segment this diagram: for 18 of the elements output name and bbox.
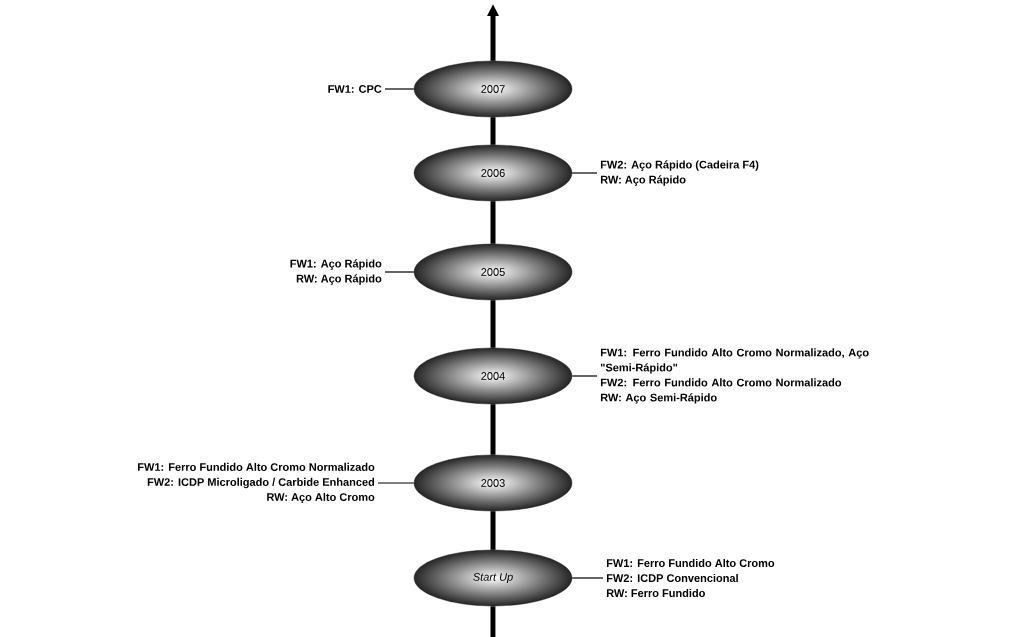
annotation-text: FW1: Ferro Fundido Alto Cromo FW2: ICDP Convencional RW: Ferro Fundido [606,558,775,598]
annotation-text: FW1: Ferro Fundido Alto Cromo Normalizado FW2: ICDP Microligado / Carbide Enhanced RW: Aço Alto Cromo [138,462,375,504]
annotation-text: FW1: Aço Rápido RW: Aço Rápido [290,259,382,285]
annotation-text: FW1: CPC [328,85,382,93]
leader-line [384,88,415,90]
leader-line [571,172,598,174]
leader-line [571,577,604,579]
timeline-line [490,606,496,637]
annotation-text: FW2: Aço Rápido (Cadeira F4) RW: Aço Rápido [600,160,759,186]
leader-line [571,375,598,377]
annotation-text: FW1: Ferro Fundido Alto Cromo Normalizado, Aço "Semi-Rápido" FW2: Ferro Fundido Alto Cromo Normalizado RW: Aço Semi-Rápido [600,348,869,404]
timeline-line [490,117,496,145]
leader-line [384,271,415,273]
timeline-line [490,511,496,550]
leader-line [377,482,415,484]
timeline-line [490,300,496,348]
timeline-line [490,201,496,244]
timeline-line [490,404,496,455]
